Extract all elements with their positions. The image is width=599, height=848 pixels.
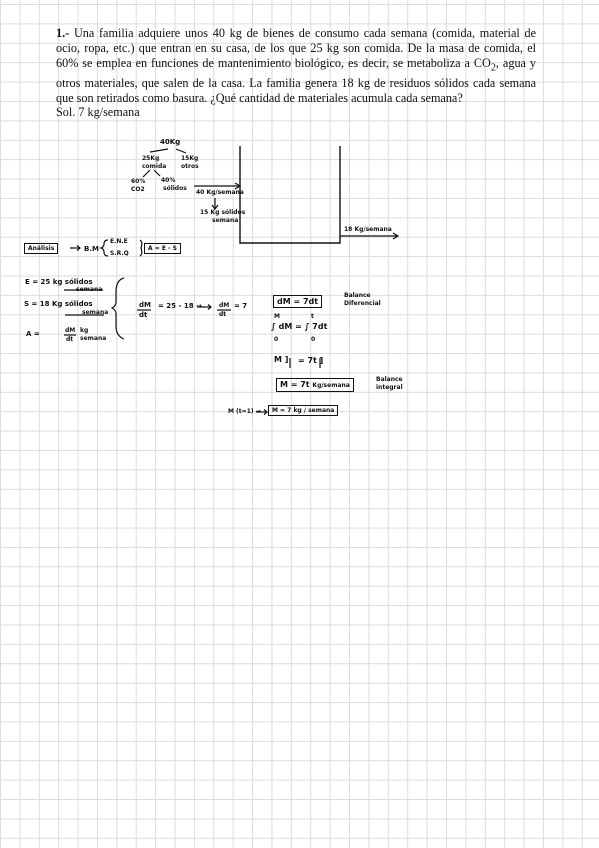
balance-frac2-num: dM (219, 302, 230, 309)
differential-label-2: Diferencial (344, 300, 381, 307)
problem-text-2: , agua y otros materiales, que salen de … (56, 55, 537, 105)
bm-line-2: S.R.Q (110, 250, 129, 257)
balance-frac-num: dM (139, 301, 151, 309)
co2-subscript: 2 (490, 62, 496, 74)
given-S-denominator: semana (82, 309, 109, 316)
given-A: A = (26, 330, 40, 338)
tank-outline (239, 146, 341, 244)
bm-brace (99, 239, 109, 257)
given-S: S = 18 Kg sólidos (24, 300, 93, 308)
differential-balance-box: dM = 7dt (273, 295, 323, 308)
given-A-units-num: kg (80, 327, 89, 334)
given-E: E = 25 kg sólidos (25, 278, 93, 286)
final-evaluation: M (t=1) → (228, 408, 261, 415)
given-A-num: dM (65, 327, 76, 334)
tree-other-label: otros (181, 163, 199, 170)
tree-arrow-left (149, 148, 169, 153)
evaluation-lhs: M ] (274, 355, 289, 364)
bm-line-1: E.N.E (110, 238, 128, 245)
balance-frac2-den: dt (219, 311, 227, 318)
tree-food-label: comida (142, 163, 167, 170)
differential-label-1: Balance (344, 292, 371, 299)
problem-number: 1.- (56, 26, 70, 40)
given-A-den: dt (66, 336, 74, 343)
integral-balance-box: M = 7t Kg/semana (276, 378, 354, 392)
tree-arrow-60 (142, 169, 151, 178)
solid-arrow-label-2: semana (212, 217, 239, 224)
balance-middle: = 25 - 18 → (158, 302, 202, 310)
problem-statement: 1.- Una familia adquiere unos 40 kg de b… (56, 26, 536, 120)
integral-box-eq: M = 7t (280, 380, 310, 389)
given-E-denominator: semana (76, 286, 103, 293)
final-answer-box: M = 7 kg / semana (268, 405, 339, 416)
tree-solids: sólidos (163, 185, 187, 192)
problem-text-1: Una familia adquiere unos 40 kg de biene… (56, 26, 536, 70)
integral-equation: ∫ dM = ∫ 7dt (271, 322, 328, 331)
tree-co2: CO2 (131, 186, 145, 193)
balance-result: = 7 (234, 302, 248, 310)
solid-arrow-label-1: 15 Kg sólidos (200, 209, 246, 216)
output-label: 18 Kg/semana (344, 226, 392, 233)
input-label: 40 Kg/semana (196, 189, 244, 196)
given-A-units-den: semana (80, 335, 107, 342)
tree-food-amount: 25Kg (142, 155, 160, 162)
integral-label-1: Balance (376, 376, 403, 383)
analysis-box: Análisis (24, 243, 59, 254)
tree-arrow-right (175, 148, 187, 154)
tree-40pct: 40% (161, 177, 176, 184)
input-arrowhead (234, 182, 242, 190)
integral-lower-2: 0 (311, 336, 316, 343)
general-equation-box: A = E - S (144, 243, 181, 254)
solution-text: Sol. 7 kg/semana (56, 105, 140, 120)
tree-60pct: 60% (131, 178, 146, 185)
tree-arrow-40 (153, 169, 161, 177)
integral-upper-2: t (311, 313, 314, 320)
balance-frac-den: dt (139, 311, 148, 319)
integral-label-2: integral (376, 384, 403, 391)
tree-other-amount: 15Kg (181, 155, 199, 162)
tree-total: 40Kg (160, 138, 181, 146)
given-brace (110, 277, 125, 340)
evaluation-rhs: = 7t ] (298, 356, 324, 365)
integral-upper-1: M (274, 313, 280, 320)
integral-lower-1: 0 (274, 336, 279, 343)
bm-brace-right (139, 239, 143, 257)
bm-label: B.M (84, 245, 99, 253)
integral-box-units: Kg/semana (312, 382, 350, 389)
